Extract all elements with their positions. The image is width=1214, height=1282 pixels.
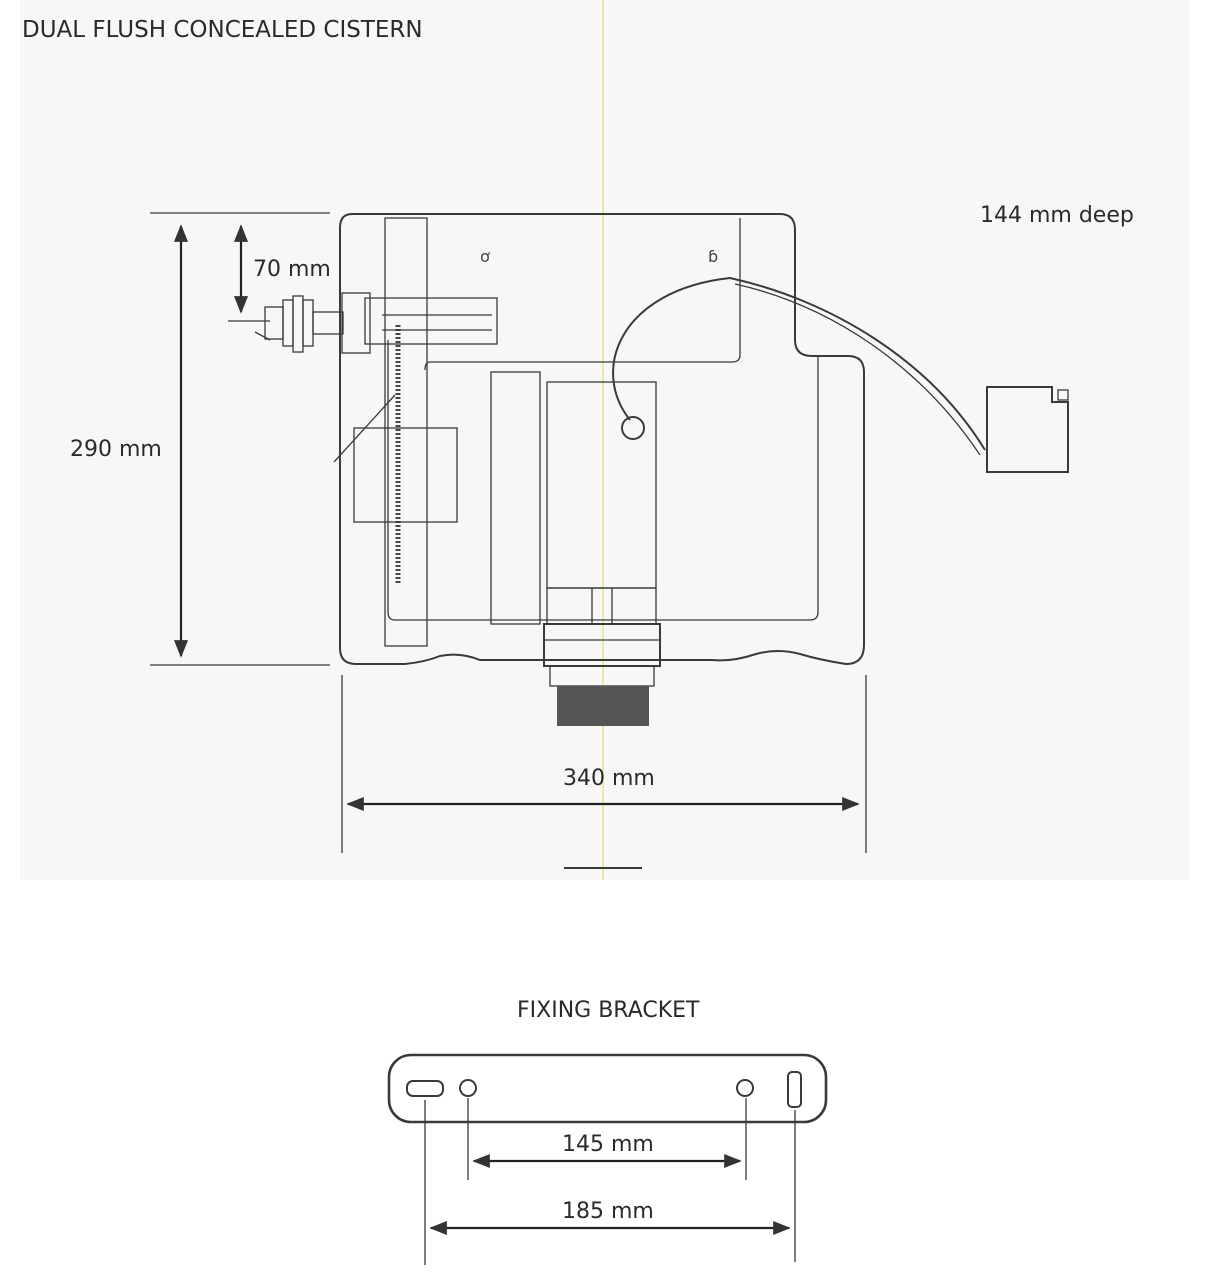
float-box xyxy=(353,427,458,523)
bracket-hole-left xyxy=(459,1079,477,1097)
bracket-plate xyxy=(387,1053,828,1124)
float-rail xyxy=(384,217,428,647)
dimension-lines xyxy=(150,212,867,869)
depth-label: 144 mm deep xyxy=(980,203,1134,228)
bracket-title: FIXING BRACKET xyxy=(517,998,700,1023)
inlet-offset-label: 70 mm xyxy=(253,257,331,282)
inlet-connector xyxy=(341,292,371,354)
inlet-fitting xyxy=(254,295,344,353)
inner-span-label: 145 mm xyxy=(562,1132,654,1157)
inlet-arm xyxy=(364,297,498,345)
inner-upper-wall xyxy=(424,218,741,371)
cistern-title: DUAL FLUSH CONCEALED CISTERN xyxy=(22,17,423,43)
inner-right-wall xyxy=(387,340,819,621)
actuator-cable-sheath xyxy=(734,283,981,456)
actuator-box xyxy=(986,386,1069,473)
width-label: 340 mm xyxy=(563,766,655,791)
outlet-pipe xyxy=(557,686,649,726)
bracket-slot-left xyxy=(406,1080,444,1097)
overflow-column xyxy=(490,371,541,625)
outer-span-label: 185 mm xyxy=(562,1199,654,1224)
cistern-drawing: ơ ɓ xyxy=(254,213,1069,726)
scan-background xyxy=(20,0,1190,880)
bracket-slot-right xyxy=(787,1071,802,1108)
cable-grommet xyxy=(621,416,645,440)
float-arm xyxy=(333,394,396,463)
actuator-cable xyxy=(612,276,986,451)
hook-mark-left: ơ xyxy=(480,247,490,266)
actuator-tab xyxy=(1057,389,1069,401)
cistern-body xyxy=(339,213,865,666)
hook-mark-right: ɓ xyxy=(708,247,718,266)
fixing-bracket xyxy=(387,1053,828,1265)
bracket-hole-right xyxy=(736,1079,754,1097)
height-label: 290 mm xyxy=(70,437,162,462)
